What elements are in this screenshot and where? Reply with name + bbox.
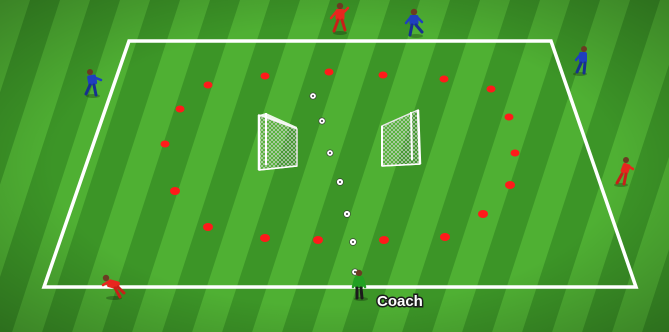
- cone-icon: [379, 72, 388, 79]
- ball-icon: [350, 239, 357, 246]
- cone-icon: [313, 236, 323, 244]
- cone-icon: [204, 82, 213, 89]
- cone-icon: [260, 234, 270, 242]
- cone-icon: [440, 76, 449, 83]
- cone-icon: [505, 114, 514, 121]
- cone-icon: [325, 69, 334, 76]
- ball-icon: [319, 118, 325, 124]
- cone-icon: [379, 236, 389, 244]
- cone-icon: [161, 141, 170, 148]
- cone-icon: [170, 187, 180, 195]
- cone-icon: [203, 223, 213, 231]
- ball-icon: [337, 179, 344, 186]
- cone-icon: [487, 86, 496, 93]
- coach-label: Coach: [377, 293, 423, 310]
- cone-icon: [505, 181, 515, 189]
- ball-icon: [327, 150, 333, 156]
- cone-icon: [478, 210, 488, 218]
- cone-icon: [176, 106, 185, 113]
- ball-icon: [310, 93, 316, 99]
- cone-icon: [261, 73, 270, 80]
- ball-icon: [344, 211, 351, 218]
- cone-icon: [511, 150, 520, 157]
- cone-icon: [440, 233, 450, 241]
